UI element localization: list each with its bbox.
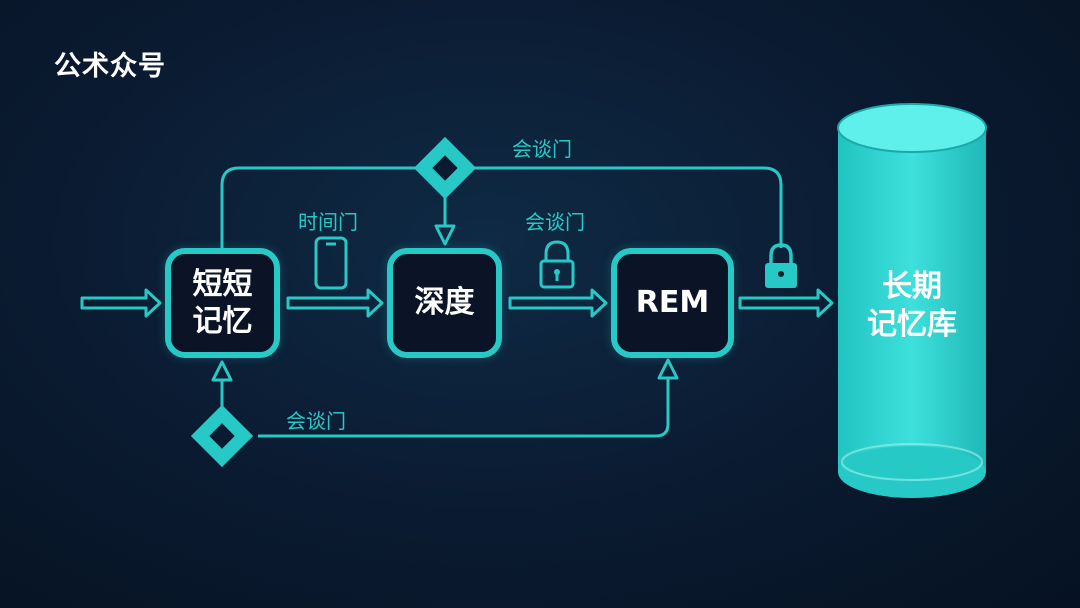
input-arrow	[80, 288, 162, 318]
deep-sleep-label: 深度	[414, 285, 475, 321]
gate-label-middle: 会谈门	[525, 210, 585, 234]
rem-node: REM	[611, 248, 734, 358]
deep-sleep-node: 深度	[387, 248, 502, 358]
rem-label: REM	[635, 285, 710, 321]
gate-label-bottom: 会谈门	[286, 409, 346, 433]
short-term-memory-node: 短短 记忆	[165, 248, 280, 358]
gate-label-top: 会谈门	[512, 137, 572, 161]
arrow-short-to-deep	[286, 288, 384, 318]
phone-icon	[314, 236, 348, 290]
arrow-deep-to-rem	[508, 288, 608, 318]
short-term-memory-label: 短短 记忆	[192, 266, 253, 340]
bottom-gate-rise-arrow	[211, 360, 233, 382]
long-term-memory-label: 长期 记忆库	[867, 269, 957, 342]
top-loop-line	[220, 166, 783, 248]
arrow-rem-to-longterm	[738, 288, 834, 318]
top-gate-drop-arrow	[434, 224, 456, 246]
watermark-title: 公术众号	[54, 51, 166, 82]
bottom-gate-up-arrow	[657, 358, 679, 380]
gate-label-time: 时间门	[298, 210, 358, 234]
lock-icon	[765, 243, 797, 288]
diamond-gate-icon	[190, 404, 254, 468]
diamond-gate-icon	[413, 136, 477, 200]
bottom-loop-line	[258, 378, 670, 438]
lock-icon	[539, 240, 575, 289]
long-term-cylinder	[837, 103, 987, 498]
